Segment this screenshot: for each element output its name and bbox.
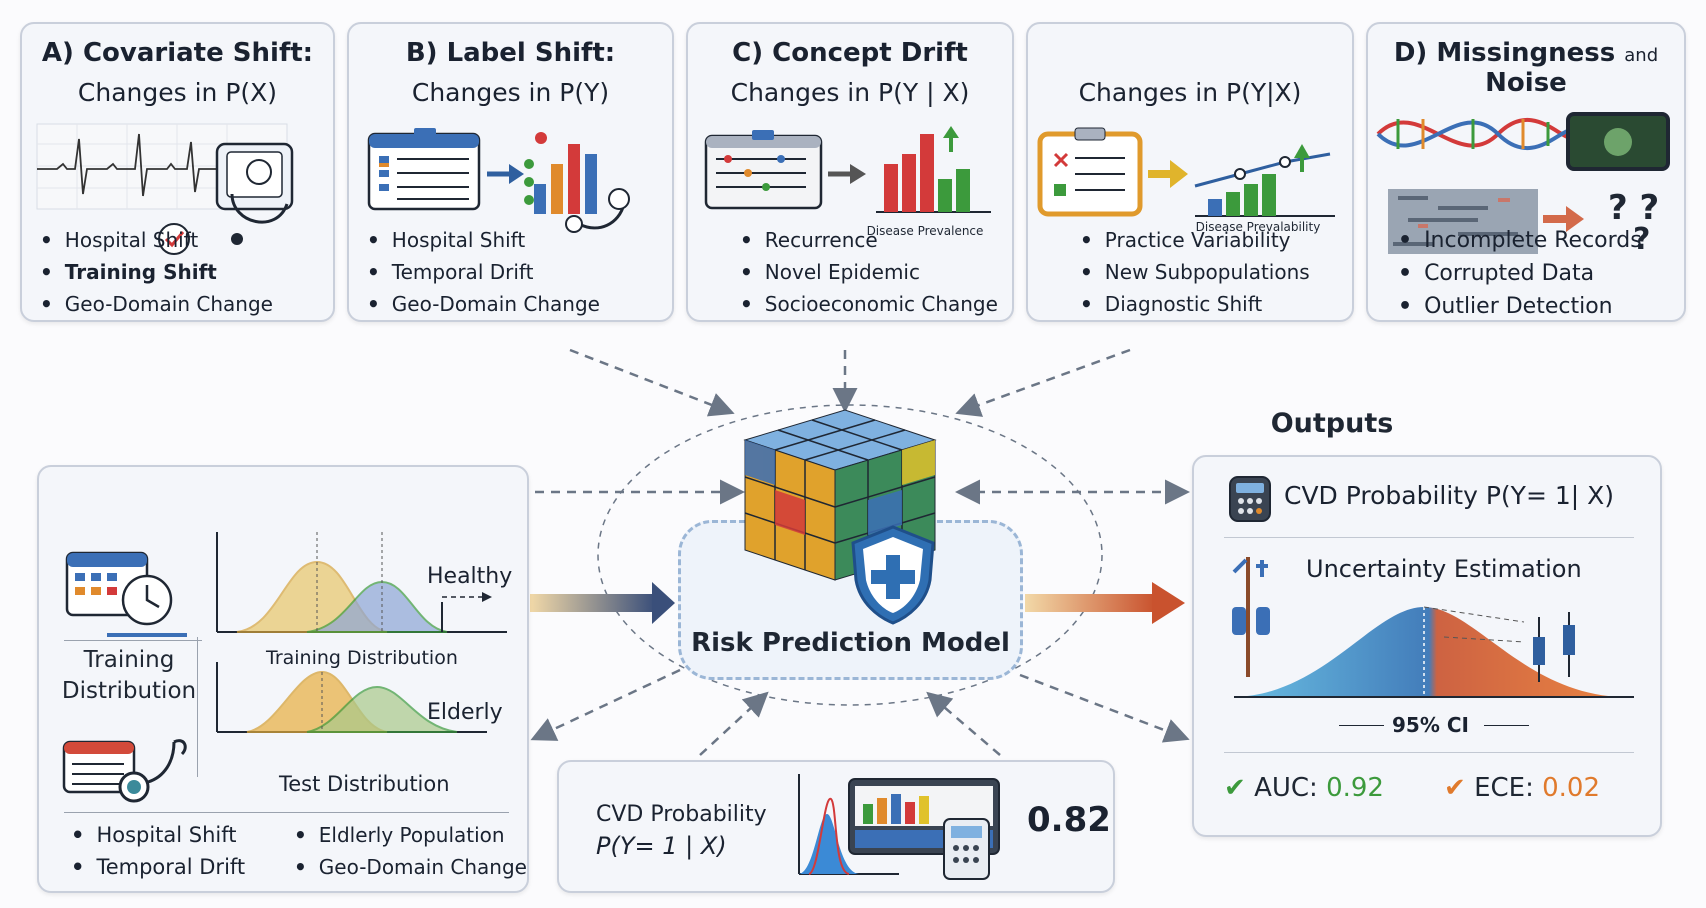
bullet-item: Geo-Domain Change (294, 851, 527, 883)
ci-line-right (1484, 725, 1529, 726)
panel-conditional-shift: Changes in P(Y|X) Disease Prevalability … (1026, 22, 1354, 322)
calculator-icon (1229, 476, 1271, 522)
ci-line-left (1339, 725, 1384, 726)
training-distribution-caption: Training Distribution (266, 647, 458, 669)
ece-value: 0.02 (1542, 773, 1600, 803)
title-end: Noise (1485, 68, 1567, 98)
bullet-item: Diagnostic Shift (1080, 288, 1310, 320)
divider (197, 637, 198, 777)
panel-prediction-output: CVD Probability P(Y= 1 | X) 0.82 (557, 760, 1115, 893)
bullet-item: Hospital Shift (71, 819, 245, 851)
panel-missingness-noise: D) Missingness and Noise ? ? ? Incomplet… (1366, 22, 1686, 322)
elderly-label: Elderly (427, 700, 503, 725)
calendar-clock-icon (65, 551, 187, 637)
panel-subtitle: Changes in P(Y) (411, 78, 610, 107)
panel-bullets: Hospital Shift Training Shift Geo-Domain… (40, 224, 273, 320)
panel-title: B) Label Shift: (405, 38, 616, 68)
boxplot-icon (1232, 557, 1270, 677)
panel-outputs: CVD Probability P(Y= 1| X) Uncertainty E… (1192, 455, 1662, 837)
shield-icon (851, 525, 935, 625)
bullet-item: Hospital Shift (367, 224, 600, 256)
panel-distribution-shift: Healthy Training Distribution Training D… (37, 465, 529, 893)
panel-bullets: Incomplete Records Corrupted Data Outlie… (1398, 224, 1642, 323)
panel-bullets: Recurrence Novel Epidemic Socioeconomic … (740, 224, 998, 320)
panel-bullets: Practice Variability New Subpopulations … (1080, 224, 1310, 320)
form-to-bars-icon (704, 126, 991, 213)
bullet-item: Outlier Detection (1398, 290, 1642, 323)
auc-metric: ✔ AUC: 0.92 (1224, 773, 1384, 803)
training-distribution-chart (216, 532, 507, 633)
side-label-line1: Training (83, 647, 175, 673)
divider (1224, 752, 1634, 753)
svg-text:? ?: ? ? (1608, 188, 1659, 228)
check-icon: ✔ (1444, 773, 1466, 803)
auc-value: 0.92 (1326, 773, 1384, 803)
bullet-item: Recurrence (740, 224, 998, 256)
divider (1224, 537, 1634, 538)
side-label-line2: Distribution (61, 678, 197, 704)
panel-label-shift: B) Label Shift: Changes in P(Y) Hospital… (347, 22, 674, 322)
bullet-item: Hospital Shift (40, 224, 273, 256)
check-icon: ✔ (1224, 773, 1246, 803)
bullets-col2: Eldlerly Population Geo-Domain Change (294, 819, 527, 883)
ece-metric: ✔ ECE: 0.02 (1444, 773, 1600, 803)
bullet-item: New Subpopulations (1080, 256, 1310, 288)
model-title: Risk Prediction Model (691, 628, 1010, 658)
title-small: and (1624, 45, 1659, 66)
divider (64, 640, 202, 641)
bullet-item: Geo-Domain Change (367, 288, 600, 320)
healthy-label: Healthy (427, 564, 513, 589)
bullet-item: Corrupted Data (1398, 257, 1642, 290)
bullet-item: Eldlerly Population (294, 819, 527, 851)
panel-subtitle: Changes in P(Y|X) (1078, 78, 1302, 107)
ci-label: 95% CI (1392, 713, 1469, 737)
bullets-col1: Hospital Shift Temporal Drift (71, 819, 245, 883)
bottom-value: 0.82 (1027, 800, 1111, 840)
test-distribution-chart (216, 662, 487, 733)
bullet-item: Temporal Drift (367, 256, 600, 288)
ecg-monitor-icon (36, 123, 294, 245)
panel-subtitle: Changes in P(Y | X) (730, 78, 970, 107)
panel-concept-drift: C) Concept Drift Changes in P(Y | X) Dis… (686, 22, 1014, 322)
bullet-item: Novel Epidemic (740, 256, 998, 288)
outputs-heading: Outputs (1270, 408, 1394, 439)
divider (64, 812, 509, 813)
panel-title: D) Missingness and Noise (1368, 38, 1684, 98)
uncertainty-distribution (1234, 606, 1634, 698)
uncertainty-label: Uncertainty Estimation (1306, 555, 1582, 583)
bullet-item: Training Shift (40, 256, 273, 288)
bullet-item: Socioeconomic Change (740, 288, 998, 320)
bullet-item: Geo-Domain Change (40, 288, 273, 320)
ece-label: ECE: (1474, 773, 1534, 803)
panel-title: A) Covariate Shift: (41, 38, 314, 68)
bullet-item: Practice Variability (1080, 224, 1310, 256)
dna-noise-icon: ? ? ? (1376, 112, 1670, 257)
panel-subtitle: Changes in P(X) (77, 78, 278, 107)
bullet-item: Incomplete Records (1398, 224, 1642, 257)
side-label: Training Distribution (59, 645, 199, 707)
spreadsheet-to-chart-icon (367, 128, 630, 233)
panel-covariate-shift: A) Covariate Shift: Changes in P(X) Hosp… (20, 22, 335, 322)
panel-bullets: Hospital Shift Temporal Drift Geo-Domain… (367, 224, 600, 320)
panel-title: C) Concept Drift (732, 38, 968, 68)
output-probability: CVD Probability P(Y= 1| X) (1284, 481, 1615, 510)
bullet-item: Temporal Drift (71, 851, 245, 883)
clipboard-stethoscope-icon (62, 739, 187, 803)
title-main: D) Missingness (1393, 38, 1616, 68)
bottom-line1: CVD Probability (596, 802, 767, 827)
clipboard-to-chart-icon (1037, 127, 1335, 217)
test-distribution-caption: Test Distribution (279, 772, 450, 796)
auc-label: AUC: (1254, 773, 1318, 803)
dashboard-icon (798, 774, 1000, 880)
bottom-line2: P(Y= 1 | X) (596, 832, 727, 860)
